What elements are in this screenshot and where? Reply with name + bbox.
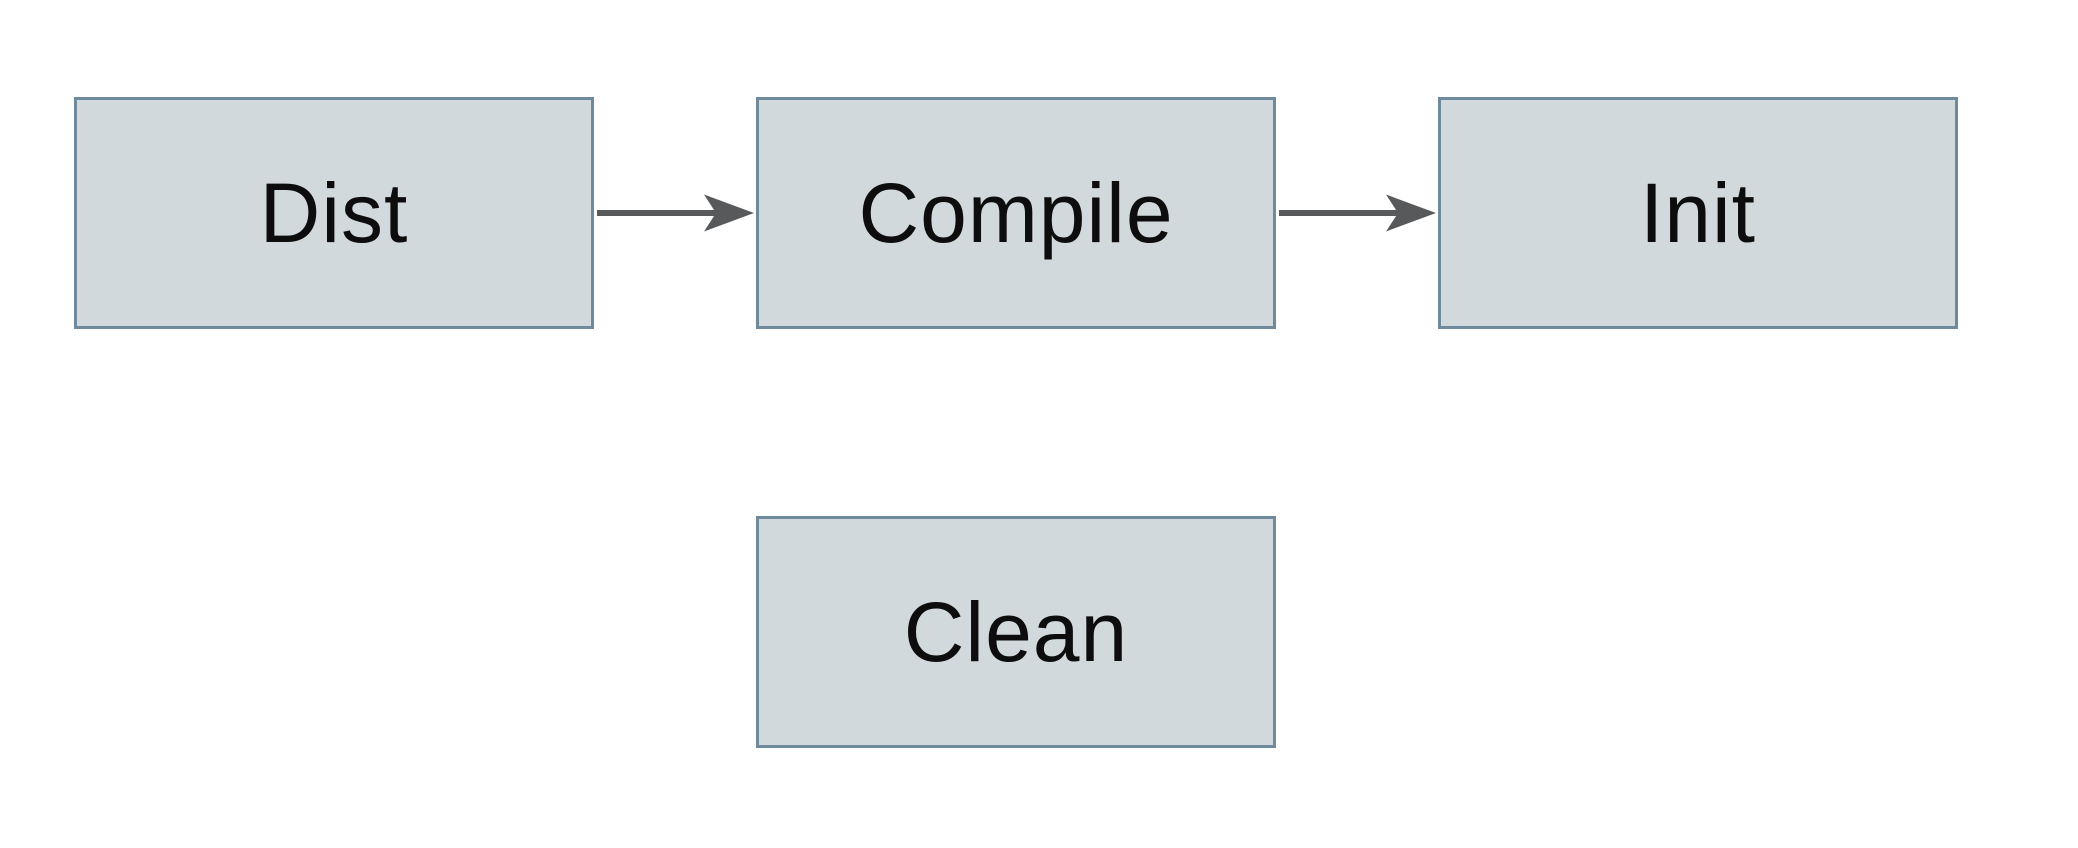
node-dist-label: Dist xyxy=(259,166,409,260)
node-init[interactable]: Init xyxy=(1438,97,1958,329)
node-compile[interactable]: Compile xyxy=(756,97,1276,329)
arrow-compile-to-init xyxy=(1279,194,1436,232)
arrowhead-icon xyxy=(1386,194,1436,232)
node-init-label: Init xyxy=(1639,166,1757,260)
node-clean-label: Clean xyxy=(903,585,1129,679)
arrowhead-icon xyxy=(704,194,754,232)
arrow-dist-to-compile xyxy=(597,194,754,232)
node-clean[interactable]: Clean xyxy=(756,516,1276,748)
node-compile-label: Compile xyxy=(858,166,1174,260)
node-dist[interactable]: Dist xyxy=(74,97,594,329)
